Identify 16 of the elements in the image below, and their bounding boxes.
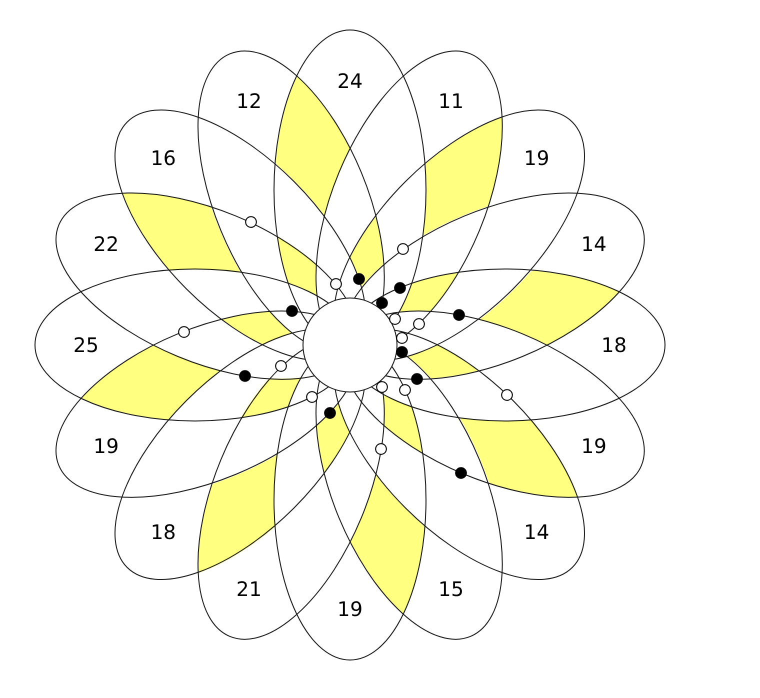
petal-number: 19 — [581, 435, 607, 457]
petal-number: 19 — [337, 598, 363, 620]
petal-number: 25 — [73, 334, 99, 356]
petal-number: 24 — [337, 70, 363, 92]
petal-number: 18 — [601, 334, 627, 356]
petal-number: 18 — [150, 520, 176, 543]
petal-number: 19 — [524, 147, 550, 170]
petal-number: 16 — [150, 147, 176, 170]
petal-number: 19 — [93, 435, 119, 457]
petal-number: 22 — [93, 232, 119, 255]
petal-number: 14 — [524, 520, 550, 543]
petal-number: 12 — [236, 90, 262, 112]
petal-number: 11 — [438, 90, 464, 112]
petal-number: 15 — [438, 578, 464, 600]
petal-number: 21 — [236, 578, 262, 600]
petal-number: 14 — [581, 232, 607, 255]
